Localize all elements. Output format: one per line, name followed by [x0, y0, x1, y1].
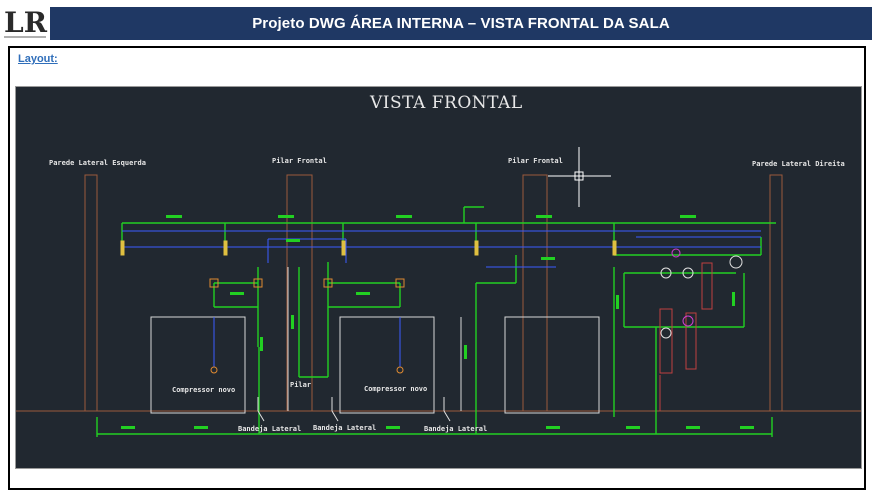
cad-drawing-viewport[interactable]: VISTA FRONTAL Parede Lateral Esquerda Pi… — [15, 86, 862, 469]
dimension-marks — [121, 215, 754, 429]
label-tray-2: Bandeja Lateral — [313, 424, 377, 432]
page-title-bar: Projeto DWG ÁREA INTERNA – VISTA FRONTAL… — [50, 7, 872, 40]
tray-markers — [257, 397, 451, 422]
layout-label: Layout: — [18, 53, 58, 65]
cad-drawing-svg — [16, 147, 861, 437]
label-compressor-2: Compressor novo — [364, 385, 428, 393]
page-title: Projeto DWG ÁREA INTERNA – VISTA FRONTAL… — [252, 15, 670, 32]
equipment-outlines — [150, 267, 600, 414]
label-tray-1: Bandeja Lateral — [238, 425, 302, 433]
right-equipment — [659, 248, 743, 411]
walls-pillars — [16, 174, 861, 412]
label-pillar: Pilar — [290, 381, 312, 389]
company-logo: LR — [2, 4, 48, 40]
logo-lettering: LR — [4, 6, 48, 39]
label-right-wall: Parede Lateral Direita — [752, 160, 845, 168]
label-compressor-1: Compressor novo — [172, 386, 236, 394]
drawing-title: VISTA FRONTAL — [370, 93, 523, 113]
label-front-pillar-1: Pilar Frontal — [272, 157, 327, 165]
fittings — [120, 240, 617, 374]
blue-pipes — [122, 230, 761, 367]
crosshair-cursor-icon — [548, 147, 611, 207]
label-left-wall: Parede Lateral Esquerda — [49, 159, 146, 167]
green-pipes — [96, 206, 776, 437]
label-front-pillar-2: Pilar Frontal — [508, 157, 563, 165]
label-tray-3: Bandeja Lateral — [424, 425, 488, 433]
